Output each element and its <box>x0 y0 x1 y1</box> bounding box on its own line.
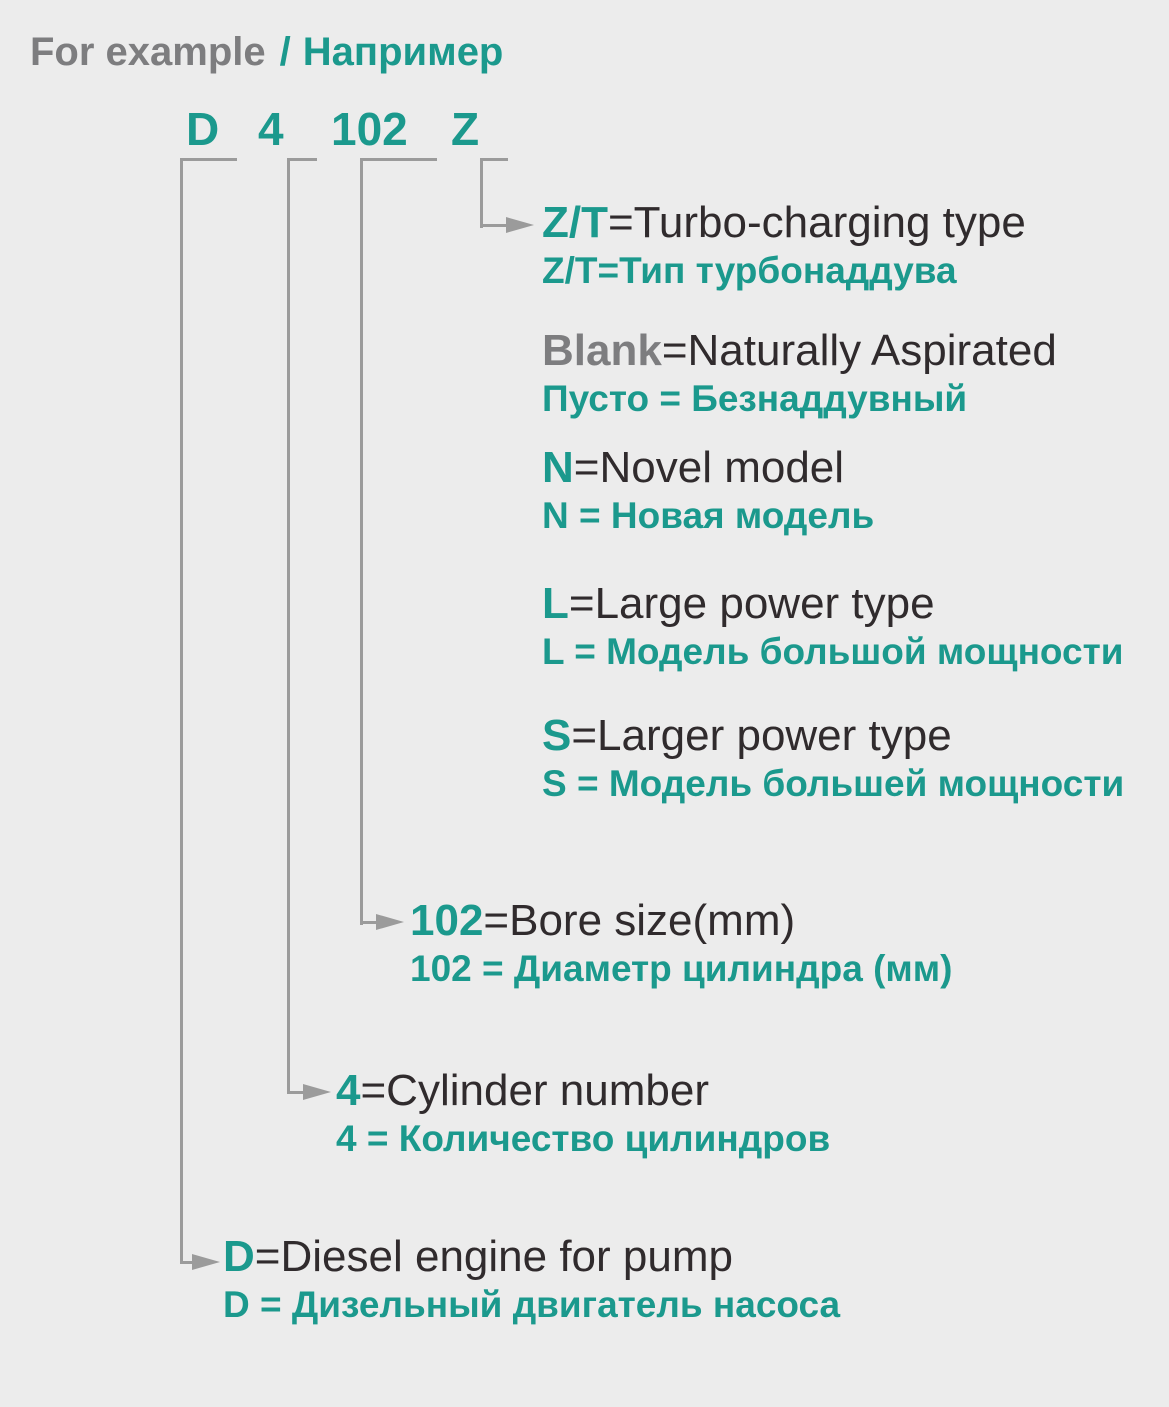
section-lead: 4 <box>336 1066 361 1115</box>
section-rest: =Bore size(mm) <box>483 896 796 945</box>
section-rest: =Cylinder number <box>360 1066 709 1115</box>
section-russian-line: L = Модель большой мощности <box>542 631 1124 672</box>
section-lead: Blank <box>542 326 662 375</box>
section-naturally-aspirated: Blank=Naturally Aspirated Пусто = Безнад… <box>542 327 1057 420</box>
section-rest: =Novel model <box>573 443 845 492</box>
connector-d-run <box>180 1261 192 1264</box>
section-russian-line: N = Новая модель <box>542 495 875 536</box>
arrow-right-icon <box>303 1084 331 1100</box>
section-lead: N <box>542 443 574 492</box>
section-lead: S <box>542 711 572 760</box>
code-part-d: D <box>186 103 220 155</box>
connector-z-top-stub <box>480 158 508 161</box>
title-separator: / <box>279 30 291 74</box>
section-russian-line: S = Модель большей мощности <box>542 763 1125 804</box>
section-turbo-charging: Z/T=Turbo-charging type Z/T=Тип турбонад… <box>542 199 1026 292</box>
section-english-line: Blank=Naturally Aspirated <box>542 327 1057 375</box>
section-english-line: L=Large power type <box>542 580 1124 628</box>
section-russian-line: Z/T=Тип турбонаддува <box>542 250 957 291</box>
section-lead: L <box>542 579 569 628</box>
arrow-right-icon <box>192 1254 220 1270</box>
section-english-line: N=Novel model <box>542 444 874 492</box>
section-english-line: Z/T=Turbo-charging type <box>542 199 1026 247</box>
section-rest: =Larger power type <box>571 711 952 760</box>
connector-102-vertical <box>360 158 363 925</box>
connector-4-run <box>287 1091 303 1094</box>
connector-4-vertical <box>287 158 290 1094</box>
section-english-line: 102=Bore size(mm) <box>410 897 952 945</box>
section-rest: =Turbo-charging type <box>607 198 1026 247</box>
section-rest: =Naturally Aspirated <box>661 326 1057 375</box>
section-russian-line: 4 = Количество цилиндров <box>336 1118 831 1159</box>
section-novel-model: N=Novel model N = Новая модель <box>542 444 874 537</box>
page-title: For example /Например <box>30 30 503 75</box>
section-russian-line: D = Дизельный двигатель насоса <box>223 1284 841 1325</box>
section-russian-line: Пусто = Безнаддувный <box>542 378 968 419</box>
arrow-right-icon <box>506 217 534 233</box>
connector-d-vertical <box>180 158 183 1264</box>
section-english-line: D=Diesel engine for pump <box>223 1233 840 1281</box>
section-large-power: L=Large power type L = Модель большой мо… <box>542 580 1124 673</box>
connector-4-top-stub <box>287 158 317 161</box>
connector-102-run <box>360 921 376 924</box>
connector-z-run <box>480 224 506 227</box>
code-part-z: Z <box>451 103 480 155</box>
section-lead: 102 <box>410 896 484 945</box>
section-larger-power: S=Larger power type S = Модель большей м… <box>542 712 1124 805</box>
connector-d-top-stub <box>180 158 237 161</box>
arrow-right-icon <box>376 914 404 930</box>
code-part-4: 4 <box>258 103 284 155</box>
section-rest: =Diesel engine for pump <box>254 1232 733 1281</box>
section-cylinder-number: 4=Cylinder number 4 = Количество цилиндр… <box>336 1067 830 1160</box>
section-russian-line: 102 = Диаметр цилиндра (мм) <box>410 948 953 989</box>
section-rest: =Large power type <box>568 579 935 628</box>
title-russian: Например <box>302 30 504 74</box>
section-lead: D <box>223 1232 255 1281</box>
title-english: For example <box>30 30 266 74</box>
connector-z-vertical <box>480 158 483 228</box>
section-diesel-engine: D=Diesel engine for pump D = Дизельный д… <box>223 1233 840 1326</box>
section-english-line: S=Larger power type <box>542 712 1124 760</box>
code-part-102: 102 <box>331 103 408 155</box>
section-bore-size: 102=Bore size(mm) 102 = Диаметр цилиндра… <box>410 897 952 990</box>
section-english-line: 4=Cylinder number <box>336 1067 830 1115</box>
connector-102-top-stub <box>360 158 437 161</box>
section-lead: Z/T <box>542 198 608 247</box>
